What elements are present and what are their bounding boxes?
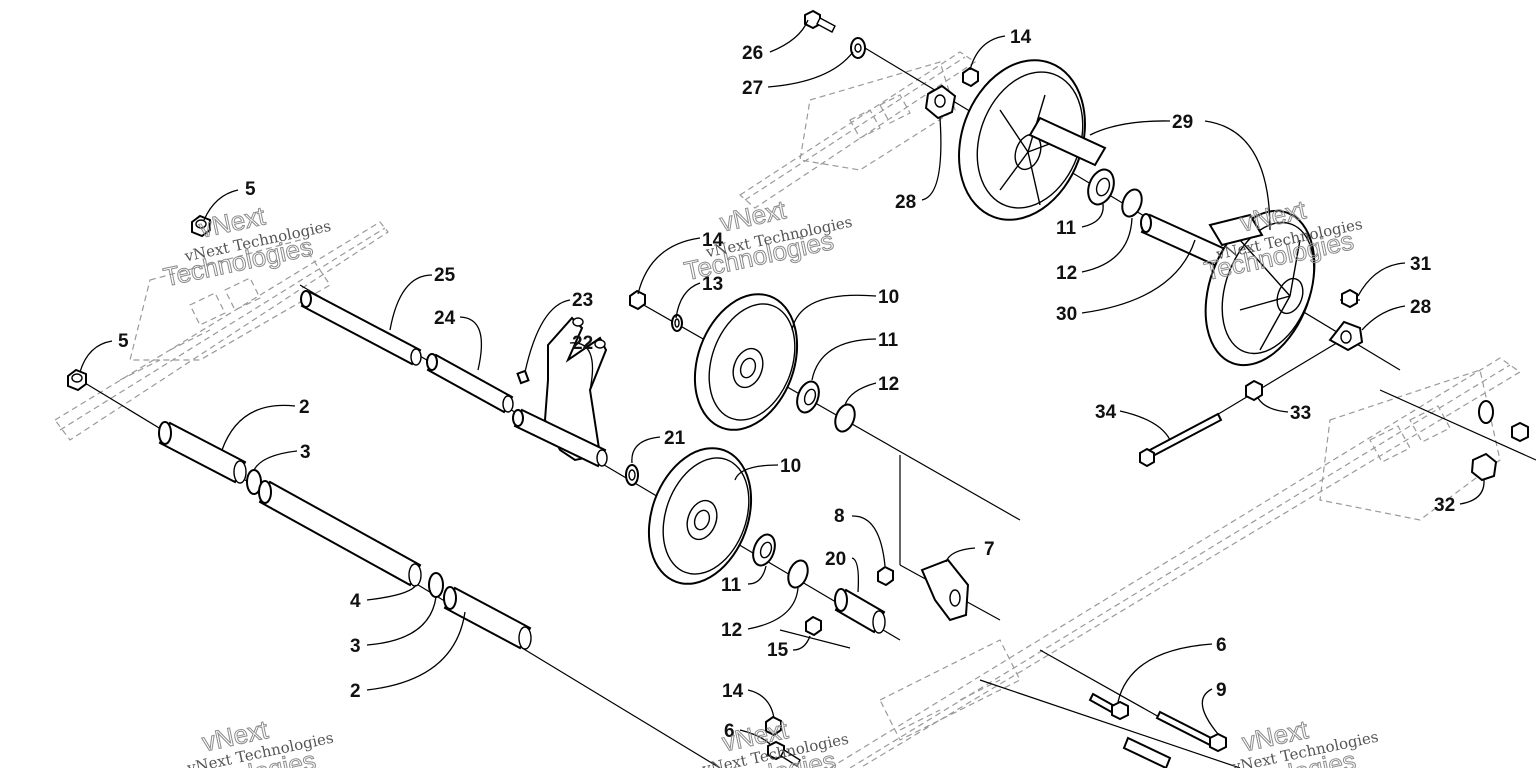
- nut-8: [877, 565, 894, 587]
- callout-27: 27: [742, 78, 763, 99]
- watermark-top-left: vNext Technologies vNext Technologies: [160, 200, 332, 293]
- snap-ring-12-lower: [787, 559, 809, 589]
- callout-20: 20: [825, 549, 846, 570]
- snap-ring-12-middle: [834, 403, 856, 433]
- callout-14: 14: [722, 681, 744, 702]
- callout-33: 33: [1290, 403, 1311, 424]
- ring-3-lower: [428, 572, 444, 598]
- callout-9: 9: [1216, 680, 1227, 701]
- nut-5-upper: [191, 214, 211, 238]
- callout-7: 7: [984, 539, 995, 560]
- bolt-26: [804, 9, 836, 33]
- spacer-20: [834, 588, 886, 634]
- snap-ring-12-upper: [1121, 188, 1143, 218]
- washer-27: [850, 37, 866, 59]
- callout-14: 14: [702, 230, 724, 251]
- nut-14-upper: [962, 66, 979, 88]
- watermarks: vNext Technologies vNext Technologies vN…: [160, 194, 1380, 768]
- spacer-2-upper: [158, 421, 247, 484]
- watermark-bottom-center: vNext Technologies vNext Technologies: [683, 714, 850, 768]
- callout-29: 29: [1172, 112, 1193, 133]
- bolt-34: [1139, 412, 1223, 468]
- nut-33: [1245, 379, 1263, 402]
- nut-14-lower: [765, 715, 782, 737]
- watermark-top-center: vNext Technologies vNext Technologies: [681, 194, 854, 287]
- idler-wheel-10-upper: [693, 293, 799, 431]
- callout-26: 26: [742, 43, 763, 64]
- callout-10: 10: [878, 287, 899, 308]
- callout-2: 2: [299, 397, 310, 418]
- bolt-6-right: [1088, 692, 1129, 721]
- callout-3: 3: [350, 636, 361, 657]
- callout-30: 30: [1056, 304, 1077, 325]
- spacer-2-lower: [443, 586, 532, 650]
- callout-15: 15: [767, 640, 789, 661]
- leader-lines: [79, 19, 1485, 745]
- left-slide-rail: [54, 221, 389, 441]
- watermark-bottom-left: vNext Technologies vNext Technologies: [163, 714, 335, 768]
- callout-23: 23: [572, 290, 593, 311]
- callout-24: 24: [434, 308, 456, 329]
- washer-21: [625, 464, 639, 486]
- right-slide-rail: [829, 357, 1522, 768]
- callout-12: 12: [721, 620, 742, 641]
- callout-25: 25: [434, 265, 456, 286]
- bolt-right-edge: [1511, 421, 1529, 443]
- callout-12: 12: [878, 374, 899, 395]
- shaft-4: [258, 480, 422, 587]
- callout-11: 11: [1056, 218, 1077, 239]
- callout-28: 28: [1410, 297, 1431, 318]
- callout-22: 22: [572, 333, 593, 354]
- block-7: [920, 558, 970, 622]
- callout-8: 8: [834, 506, 845, 527]
- callout-32: 32: [1434, 495, 1455, 516]
- bearing-11-lower: [752, 533, 776, 567]
- callout-6: 6: [1216, 635, 1227, 656]
- upper-slide-rail: [739, 51, 977, 209]
- callout-labels: 26 27 14 29 28 11 12 30 31 28 5 5 25 24 …: [118, 27, 1455, 742]
- callout-28: 28: [895, 192, 916, 213]
- shaft-25: [300, 290, 422, 366]
- callout-21: 21: [664, 428, 686, 449]
- bolt-lower-edge: [1122, 736, 1172, 768]
- idler-wheel-10-lower: [647, 447, 753, 585]
- housing-28-upper: [924, 84, 957, 120]
- cap-nut-32: [1470, 452, 1498, 482]
- callout-5: 5: [245, 179, 256, 200]
- set-screw-23: [516, 369, 530, 385]
- callout-12: 12: [1056, 263, 1077, 284]
- callout-34: 34: [1095, 402, 1117, 423]
- washer-13: [671, 314, 683, 332]
- callout-3: 3: [300, 442, 311, 463]
- bolt-31: [1341, 288, 1358, 309]
- callout-5: 5: [118, 331, 129, 352]
- bearing-11-upper: [1087, 168, 1115, 206]
- housing-28-lower: [1328, 320, 1364, 352]
- nut-14-middle: [629, 289, 646, 311]
- callout-11: 11: [878, 330, 899, 351]
- nut-5-lower: [67, 368, 87, 392]
- callout-4: 4: [350, 591, 361, 612]
- washer-right-edge: [1478, 400, 1494, 424]
- callout-10: 10: [780, 456, 801, 477]
- callout-6: 6: [724, 721, 735, 742]
- callout-13: 13: [702, 274, 723, 295]
- drive-wheel-29-right: [1204, 209, 1316, 367]
- callout-14: 14: [1010, 27, 1032, 48]
- watermark-bottom-right: vNext Technologies vNext Technologies: [1203, 714, 1380, 768]
- bolt-6-lower: [767, 740, 801, 768]
- callout-2: 2: [350, 681, 361, 702]
- spacer-24: [426, 353, 514, 414]
- callout-11: 11: [721, 575, 742, 596]
- drive-wheel-29-left: [958, 59, 1107, 221]
- callout-31: 31: [1410, 254, 1432, 275]
- bearing-11-middle: [796, 380, 820, 414]
- nut-15: [805, 615, 822, 637]
- bolt-9: [1155, 710, 1227, 753]
